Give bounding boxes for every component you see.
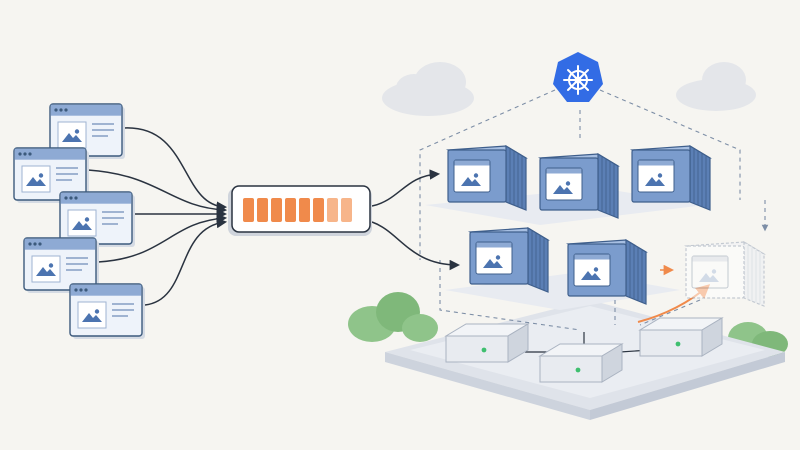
message-queue	[228, 185, 372, 236]
kubernetes-control-plane	[553, 52, 603, 102]
worker-nodes	[446, 144, 766, 307]
bush-left	[348, 292, 438, 342]
node-2	[538, 152, 620, 219]
client-browsers	[13, 103, 145, 339]
queue-segment	[243, 198, 254, 222]
status-led	[675, 341, 681, 347]
queue-segment	[313, 198, 324, 222]
server-icon	[539, 355, 603, 383]
client-connectors	[87, 127, 228, 306]
queue-segment	[257, 198, 268, 222]
server-1	[444, 323, 530, 363]
status-led	[575, 367, 581, 373]
queue-segment	[341, 198, 352, 222]
cloud-right	[676, 62, 756, 111]
cloud-left	[382, 62, 474, 116]
node-3	[630, 144, 712, 211]
status-led	[481, 347, 487, 353]
client-1	[49, 103, 125, 159]
server-2	[538, 343, 624, 383]
client-3	[59, 191, 135, 247]
cluster-boundary	[419, 89, 769, 331]
queue-segment	[327, 198, 338, 222]
queue-connectors	[371, 169, 461, 271]
client-4	[23, 237, 99, 293]
client-2	[13, 147, 89, 203]
queue-segment	[285, 198, 296, 222]
node-6	[684, 240, 766, 307]
server-icon	[639, 329, 703, 357]
queue-segment	[299, 198, 310, 222]
server-3	[638, 317, 724, 357]
physical-servers	[444, 317, 724, 383]
node-5	[566, 238, 648, 305]
server-icon	[445, 335, 509, 363]
kubernetes-helm-icon	[563, 65, 593, 95]
node-1	[446, 144, 528, 211]
queue-segment	[271, 198, 282, 222]
client-5	[69, 283, 145, 339]
node-4	[468, 226, 550, 293]
